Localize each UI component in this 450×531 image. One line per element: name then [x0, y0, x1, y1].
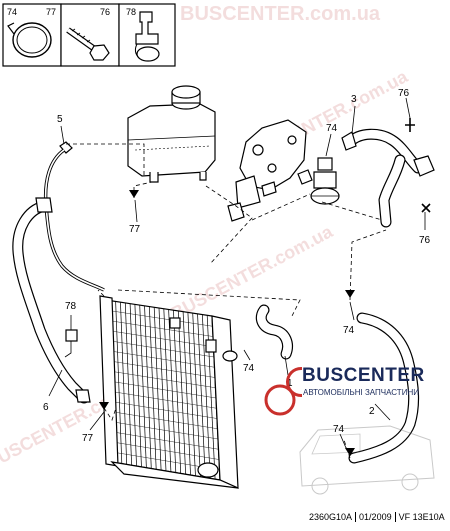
expansion-tank	[127, 85, 216, 183]
van-silhouette-icon	[299, 425, 435, 495]
callout-74-right: 74	[343, 325, 355, 336]
hose-2	[348, 312, 420, 464]
callout-74-sensor: 74	[326, 123, 338, 134]
brand-name: BUSCENTER	[302, 365, 425, 386]
callout-76-top: 76	[398, 88, 410, 99]
inset-clip: 78	[118, 3, 176, 67]
brand-logo-icon	[286, 367, 302, 397]
inset-bolt: 76	[60, 3, 120, 67]
hose-6	[12, 197, 91, 404]
callout-77-lower: 77	[82, 433, 94, 444]
brand-tagline: АВТОМОБІЛЬНІ ЗАПЧАСТИНИ	[303, 388, 419, 397]
callout-78: 78	[65, 301, 77, 312]
callout-74-radiator: 74	[243, 363, 255, 374]
radiator	[99, 295, 239, 489]
inset-label-76: 76	[100, 7, 110, 17]
watermark-3: BUSCENTER.com.ua	[167, 221, 336, 324]
inset-label-77: 77	[46, 7, 56, 17]
hose-5	[43, 141, 105, 292]
leader-lines	[48, 97, 426, 449]
callout-77-tank: 77	[129, 224, 141, 235]
callout-74-lower: 74	[333, 424, 345, 435]
callout-2: 2	[369, 406, 375, 417]
callout-6: 6	[43, 402, 49, 413]
hose-3	[341, 128, 435, 228]
footer-date: 01/2009	[356, 512, 396, 522]
footer-ref: 2360G10A	[306, 512, 357, 522]
hose-top-small	[255, 304, 293, 360]
footer-code: VF 13E10A	[398, 512, 445, 522]
inset-clamp: 74 77	[2, 3, 62, 67]
brand-circle	[264, 384, 296, 416]
thermostat-sensor	[310, 157, 340, 205]
callout-3: 3	[351, 94, 357, 105]
inset-label-74: 74	[7, 7, 17, 17]
clip-78	[64, 329, 78, 358]
watermark-1: BUSCENTER.com.ua	[180, 3, 381, 25]
thermostat-housing	[227, 119, 313, 222]
fastener-markers	[99, 118, 431, 456]
callout-76-right: 76	[419, 235, 431, 246]
inset-label-78: 78	[126, 7, 136, 17]
callout-5: 5	[57, 114, 63, 125]
